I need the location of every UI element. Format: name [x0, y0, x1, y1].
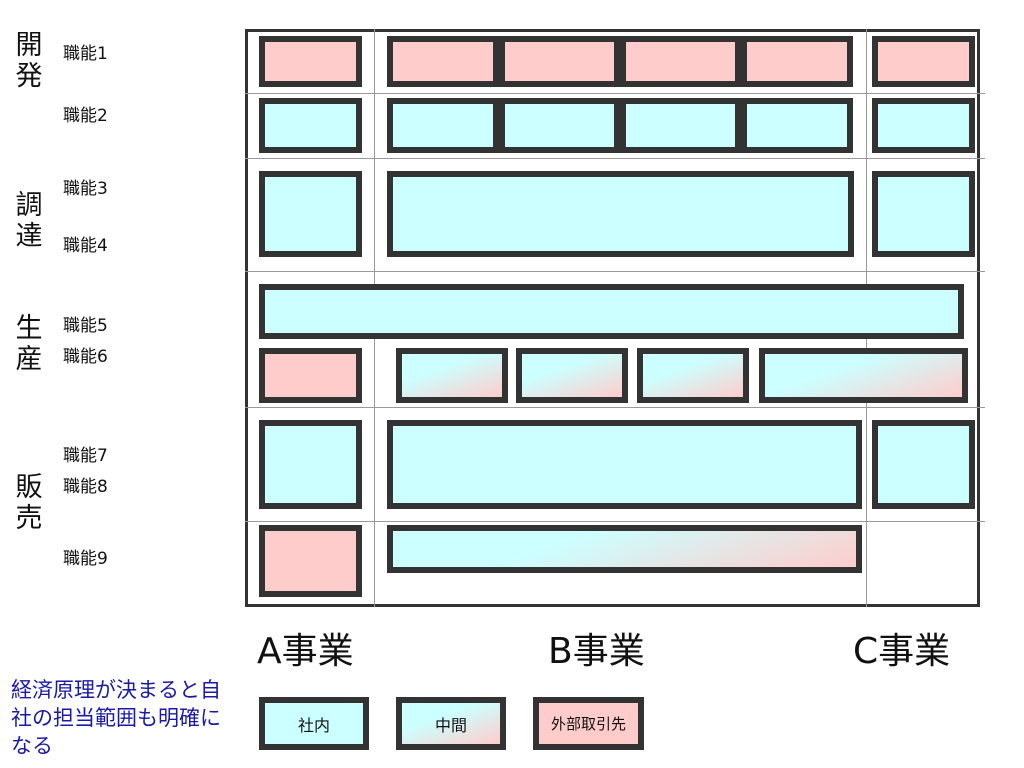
grid-line — [245, 158, 985, 159]
function-label-9: 職能9 — [63, 549, 108, 569]
matrix-frame — [245, 29, 980, 607]
business-label-c: C事業 — [853, 631, 951, 672]
cell-f78-b — [387, 420, 862, 509]
grid-line — [245, 271, 985, 272]
cell-f6-b1 — [396, 348, 508, 403]
cell-f1-c — [872, 36, 975, 87]
cell-f6-a — [259, 348, 362, 403]
cell-f1-b4 — [741, 36, 853, 87]
cell-f2-c — [872, 98, 975, 153]
business-label-a: A事業 — [257, 631, 354, 672]
cell-f2-b1 — [387, 98, 499, 153]
note-text: 経済原理が決まると自社の担当範囲も明確になる — [11, 678, 221, 758]
cell-f2-b2 — [499, 98, 620, 153]
function-label-1: 職能1 — [63, 44, 108, 64]
category-label-development: 開発 — [15, 30, 43, 92]
legend-external: 外部取引先 — [533, 697, 644, 750]
grid-line — [245, 93, 985, 94]
legend-internal-label: 社内 — [297, 715, 330, 735]
cell-f1-a — [259, 36, 362, 87]
cell-f9-a — [259, 525, 362, 597]
function-label-8: 職能8 — [63, 477, 108, 497]
cell-f2-b3 — [620, 98, 741, 153]
function-label-5: 職能5 — [63, 316, 108, 336]
cell-f34-c — [872, 171, 975, 257]
legend-external-label: 外部取引先 — [550, 715, 626, 733]
function-label-3: 職能3 — [63, 179, 108, 199]
business-label-b: B事業 — [548, 631, 645, 672]
function-label-7: 職能7 — [63, 446, 108, 466]
cell-f5-all — [259, 284, 964, 339]
cell-f1-b2 — [499, 36, 620, 87]
grid-line — [245, 407, 985, 408]
cell-f34-b — [387, 171, 854, 257]
cell-f9-b — [387, 525, 862, 573]
cell-f1-b1 — [387, 36, 499, 87]
function-label-6: 職能6 — [63, 347, 108, 367]
cell-f1-b3 — [620, 36, 741, 87]
category-label-sales: 販売 — [15, 472, 43, 534]
category-label-procurement: 調達 — [15, 190, 43, 252]
cell-f78-c — [872, 420, 975, 509]
legend-intermediate-label: 中間 — [434, 715, 467, 735]
legend-internal: 社内 — [259, 697, 369, 750]
legend-intermediate: 中間 — [396, 697, 506, 750]
cell-f2-a — [259, 98, 362, 153]
category-label-production: 生産 — [15, 313, 43, 375]
cell-f78-a — [259, 420, 362, 509]
cell-f6-b2 — [516, 348, 628, 403]
grid-line — [245, 521, 985, 522]
cell-f2-b4 — [741, 98, 853, 153]
cell-f34-a — [259, 171, 362, 257]
function-label-2: 職能2 — [63, 106, 108, 126]
function-label-4: 職能4 — [63, 236, 108, 256]
cell-f6-bc — [759, 348, 968, 403]
cell-f6-b3 — [637, 348, 749, 403]
